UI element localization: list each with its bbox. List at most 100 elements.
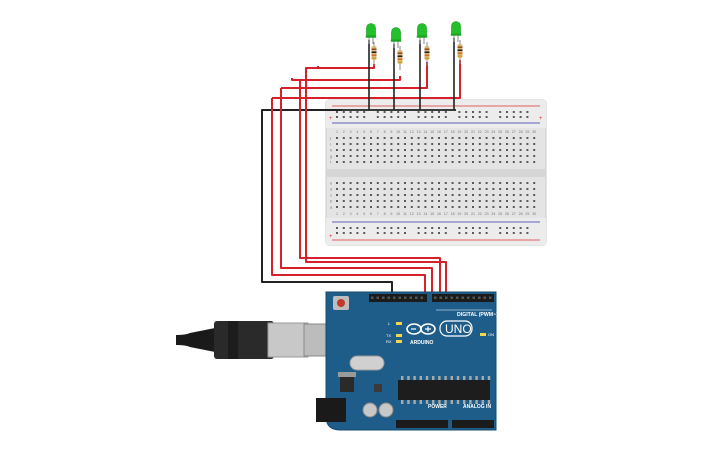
row-label: d (330, 187, 332, 192)
column-label: 16 (437, 212, 441, 216)
voltage-regulator-tab (338, 372, 356, 377)
column-label: 23 (485, 130, 489, 134)
digital-header-label: DIGITAL (PWM~) (457, 312, 498, 318)
column-label: 5 (363, 212, 365, 216)
column-label: 30 (532, 212, 536, 216)
column-label: 8 (384, 130, 386, 134)
column-label: 7 (377, 212, 379, 216)
row-label: b (330, 199, 333, 204)
top-rail-plus-label: + (329, 116, 333, 122)
column-label: 5 (363, 130, 365, 134)
column-label: 26 (505, 212, 509, 216)
reset-button-cap[interactable] (337, 299, 345, 307)
column-label: 3 (350, 130, 352, 134)
capacitor-2 (378, 402, 394, 418)
column-label: 9 (390, 212, 392, 216)
column-label: 27 (512, 212, 516, 216)
row-label: e (330, 181, 333, 186)
l-led (396, 322, 402, 325)
small-chip (374, 384, 382, 392)
arduino-label: ARDUINO (410, 340, 433, 346)
wire-ground[interactable] (261, 109, 393, 295)
column-label: 21 (471, 212, 475, 216)
breadboard[interactable]: + + + 1122334455667788991010111112121313… (325, 99, 547, 246)
wire-led3-to-bus (281, 62, 428, 89)
column-label: 6 (370, 130, 372, 134)
column-label: 27 (512, 130, 516, 134)
resistor[interactable] (424, 42, 430, 66)
uno-label: UNO (445, 322, 472, 336)
analog-header-label: ANALOG IN (463, 404, 491, 410)
rx-led-label: RX (386, 339, 392, 344)
column-label: 17 (444, 130, 448, 134)
column-label: 18 (451, 130, 455, 134)
capacitor-1 (362, 402, 378, 418)
rx-led (396, 340, 402, 343)
column-label: 22 (478, 212, 482, 216)
tx-led-label: TX (386, 333, 391, 338)
column-label: 26 (505, 130, 509, 134)
column-label: 23 (485, 212, 489, 216)
column-label: 8 (384, 212, 386, 216)
led-green[interactable] (416, 23, 428, 45)
column-label: 2 (343, 212, 345, 216)
bottom-rail-plus-label: + (329, 234, 333, 240)
row-label: j (329, 136, 331, 141)
usb-plug-grip (228, 321, 238, 359)
l-led-label: L (388, 321, 391, 326)
led-green[interactable] (365, 23, 377, 45)
wires (261, 38, 461, 295)
column-label: 6 (370, 212, 372, 216)
voltage-regulator (340, 376, 354, 392)
power-jack[interactable] (316, 398, 346, 422)
column-label: 1 (336, 130, 338, 134)
row-label: a (330, 205, 333, 210)
atmega-chip (398, 380, 490, 400)
center-channel (326, 169, 546, 177)
wire-led1-to-bus (318, 64, 375, 69)
column-label: 24 (491, 130, 495, 134)
column-label: 28 (519, 130, 523, 134)
usb-cable[interactable] (176, 321, 355, 359)
column-label: 25 (498, 212, 502, 216)
wire-signal-4[interactable] (271, 98, 426, 295)
wire-led2-to-bus (292, 76, 401, 81)
resistor[interactable] (457, 40, 463, 64)
breadboard-holes (336, 111, 536, 234)
row-label: c (330, 193, 332, 198)
led-green[interactable] (390, 27, 402, 49)
arduino-logo (406, 323, 436, 335)
chip-pins (401, 376, 491, 404)
resistor[interactable] (397, 46, 403, 70)
column-label: 2 (343, 130, 345, 134)
led-green[interactable] (450, 21, 462, 43)
usb-plug-body (214, 321, 274, 359)
column-label: 14 (423, 130, 427, 134)
row-label: f (330, 160, 332, 165)
column-label: 30 (532, 130, 536, 134)
column-label: 10 (396, 212, 400, 216)
column-label: 28 (519, 212, 523, 216)
power-header (396, 420, 448, 428)
breadboard-labels: 1122334455667788991010111112121313141415… (329, 130, 536, 216)
analog-header (452, 420, 494, 428)
column-label: 19 (457, 212, 461, 216)
column-label: 25 (498, 130, 502, 134)
usb-cable-end (176, 328, 215, 352)
row-label: i (330, 142, 331, 147)
usb-plug-connector (267, 322, 309, 358)
column-label: 11 (403, 212, 407, 216)
wire-signal-3[interactable] (280, 88, 433, 295)
column-label: 11 (403, 130, 407, 134)
column-label: 3 (350, 212, 352, 216)
crystal (349, 355, 385, 371)
arduino-uno-board[interactable]: DIGITAL (PWM~) L TX RX ON UNO ARDUINO (316, 291, 498, 431)
on-led-label: ON (488, 332, 494, 337)
column-label: 13 (417, 130, 421, 134)
column-label: 9 (390, 130, 392, 134)
led-array (365, 21, 463, 70)
top-rail-plus-label-right: + (539, 116, 543, 122)
column-label: 29 (525, 130, 529, 134)
resistor[interactable] (371, 42, 377, 66)
